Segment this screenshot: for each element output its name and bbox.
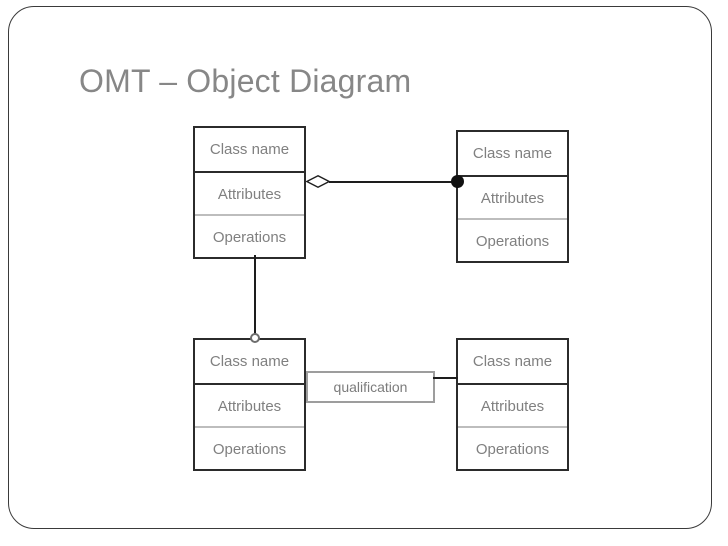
- class-box-bottom-right[interactable]: Class name Attributes Operations: [456, 338, 569, 471]
- hollow-diamond-icon: [306, 175, 330, 188]
- class-attributes-compartment: Attributes: [195, 383, 304, 426]
- class-box-top-right[interactable]: Class name Attributes Operations: [456, 130, 569, 263]
- class-attributes-compartment: Attributes: [195, 171, 304, 214]
- association-line-aggregation[interactable]: [329, 181, 457, 183]
- hollow-circle-icon: [250, 333, 260, 343]
- class-name-compartment: Class name: [472, 353, 553, 370]
- qualifier-box[interactable]: qualification: [306, 371, 435, 403]
- class-attributes-compartment: Attributes: [458, 175, 567, 218]
- class-operations-compartment: Operations: [458, 218, 567, 261]
- class-box-top-left[interactable]: Class name Attributes Operations: [193, 126, 306, 259]
- class-operations-compartment: Operations: [458, 426, 567, 469]
- filled-circle-icon: [451, 175, 464, 188]
- slide-border-frame: [8, 6, 712, 529]
- class-name-compartment: Class name: [209, 141, 290, 158]
- class-name-compartment: Class name: [209, 353, 290, 370]
- association-line-vertical[interactable]: [254, 255, 256, 340]
- class-attributes-compartment: Attributes: [458, 383, 567, 426]
- class-operations-compartment: Operations: [195, 214, 304, 257]
- class-operations-compartment: Operations: [195, 426, 304, 469]
- association-line-qualifier[interactable]: [433, 377, 458, 379]
- class-box-bottom-left[interactable]: Class name Attributes Operations: [193, 338, 306, 471]
- page-title: OMT – Object Diagram: [79, 63, 412, 99]
- qualifier-label: qualification: [333, 379, 408, 395]
- class-name-compartment: Class name: [472, 145, 553, 162]
